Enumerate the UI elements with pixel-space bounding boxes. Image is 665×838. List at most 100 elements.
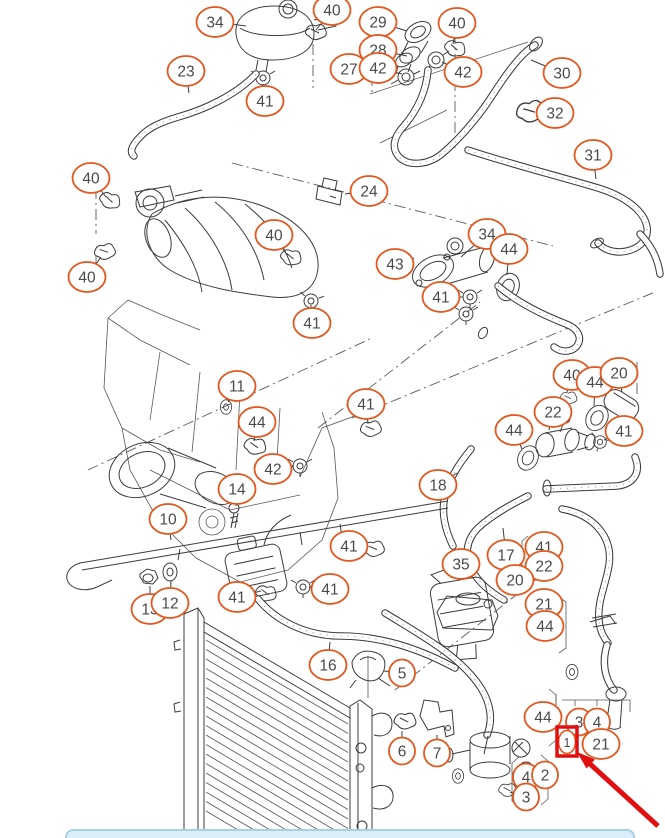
callout-number: 40 — [78, 270, 96, 287]
callout-32[interactable]: 32 — [535, 97, 575, 129]
callout-number: 44 — [248, 415, 266, 432]
callout-5[interactable]: 5 — [383, 658, 416, 688]
callout-14[interactable]: 14 — [217, 473, 257, 507]
hose-thermostat — [477, 286, 580, 351]
callout-35[interactable]: 35 — [441, 548, 481, 580]
callout-41[interactable]: 41 — [329, 530, 369, 562]
callout-42[interactable]: 42 — [358, 52, 403, 84]
callout-number: 40 — [448, 16, 466, 33]
callout-number: 31 — [584, 148, 601, 165]
clamp-6 — [393, 712, 417, 730]
callout-number: 40 — [323, 3, 341, 20]
callout-31[interactable]: 31 — [573, 139, 613, 180]
callout-number: 41 — [340, 539, 357, 556]
callout-10[interactable]: 10 — [148, 503, 188, 541]
highlight-layer: 1 — [555, 725, 660, 828]
callout-number: 23 — [177, 64, 194, 81]
callout-number: 41 — [432, 290, 449, 307]
pump-canister — [139, 514, 386, 604]
callout-number: 40 — [265, 228, 283, 245]
callout-41[interactable]: 41 — [603, 415, 644, 447]
callout-23[interactable]: 23 — [166, 55, 206, 94]
callout-22[interactable]: 22 — [524, 550, 564, 582]
callout-16[interactable]: 16 — [308, 641, 348, 681]
callout-number: 3 — [575, 715, 584, 732]
callout-34[interactable]: 34 — [195, 6, 247, 38]
callout-41[interactable]: 41 — [217, 581, 262, 613]
diagram-line-art — [66, 0, 660, 838]
callout-number: 42 — [264, 462, 281, 479]
clamp-5 — [349, 650, 391, 689]
callout-number: 34 — [478, 227, 496, 244]
callout-number: 18 — [429, 478, 446, 495]
callout-42[interactable]: 42 — [441, 56, 483, 88]
callout-44[interactable]: 44 — [237, 406, 277, 442]
callout-number: 10 — [159, 512, 177, 529]
callout-20[interactable]: 20 — [599, 357, 639, 393]
callout-30[interactable]: 30 — [530, 57, 582, 89]
hose-23 — [132, 74, 256, 156]
bottom-panel-edge — [65, 829, 635, 838]
callout-41[interactable]: 41 — [421, 281, 464, 313]
washer-11 — [219, 399, 233, 415]
callout-41[interactable]: 41 — [308, 573, 350, 605]
callout-41[interactable]: 41 — [292, 304, 332, 339]
callout-21[interactable]: 21 — [524, 588, 564, 620]
highlight-box — [555, 725, 579, 758]
callout-44[interactable]: 44 — [489, 233, 529, 276]
callout-44[interactable]: 44 — [494, 414, 534, 450]
hose-31 — [468, 150, 660, 274]
callout-40[interactable]: 40 — [312, 0, 352, 31]
callout-number: 35 — [452, 557, 469, 574]
callout-number: 27 — [340, 62, 357, 79]
callout-number: 2 — [541, 768, 550, 785]
callout-41[interactable]: 41 — [346, 388, 386, 425]
callout-12[interactable]: 12 — [150, 580, 190, 619]
hose-16 — [258, 599, 455, 668]
callout-number: 40 — [82, 171, 100, 188]
callout-number: 44 — [536, 619, 554, 636]
callout-40[interactable]: 40 — [71, 162, 111, 198]
callout-22[interactable]: 22 — [533, 396, 573, 431]
callout-43[interactable]: 43 — [375, 248, 415, 280]
callout-number: 41 — [357, 397, 374, 414]
callout-24[interactable]: 24 — [344, 175, 389, 207]
callout-number: 21 — [535, 597, 552, 614]
clamp-40-left-lower — [92, 242, 117, 262]
callout-11[interactable]: 11 — [217, 370, 257, 403]
callout-6[interactable]: 6 — [388, 731, 416, 766]
callout-29[interactable]: 29 — [358, 6, 408, 38]
callout-7[interactable]: 7 — [423, 735, 451, 768]
callout-1-highlighted[interactable]: 1 — [557, 729, 577, 755]
callout-number: 12 — [161, 596, 178, 613]
clamp-40-left-upper — [96, 189, 123, 212]
callout-20[interactable]: 20 — [495, 564, 535, 596]
callout-40[interactable]: 40 — [437, 7, 477, 45]
callout-number: 20 — [506, 573, 524, 590]
callout-number: 6 — [398, 744, 407, 761]
callout-44[interactable]: 44 — [525, 610, 565, 642]
air-duct — [108, 441, 238, 509]
callout-44[interactable]: 44 — [523, 701, 563, 733]
callout-40[interactable]: 40 — [67, 256, 107, 293]
callout-40[interactable]: 40 — [254, 219, 294, 256]
callout-number: 21 — [592, 737, 609, 754]
callout-number: 16 — [319, 658, 336, 675]
callout-3[interactable]: 3 — [509, 782, 540, 812]
callout-number: 22 — [544, 405, 561, 422]
callout-41[interactable]: 41 — [245, 83, 285, 117]
callout-number: 22 — [535, 559, 552, 576]
callout-2[interactable]: 2 — [531, 760, 559, 790]
callout-17[interactable]: 17 — [486, 527, 526, 571]
callout-21[interactable]: 21 — [581, 728, 621, 760]
hose-30 — [394, 36, 543, 164]
callout-number: 41 — [228, 590, 245, 607]
engine-block — [103, 299, 339, 583]
callout-number: 11 — [229, 379, 245, 396]
callout-18[interactable]: 18 — [418, 469, 458, 501]
callout-number: 34 — [206, 15, 224, 32]
callout-number: 4 — [593, 715, 602, 732]
callout-42[interactable]: 42 — [253, 453, 295, 485]
callout-number: 44 — [534, 710, 552, 727]
